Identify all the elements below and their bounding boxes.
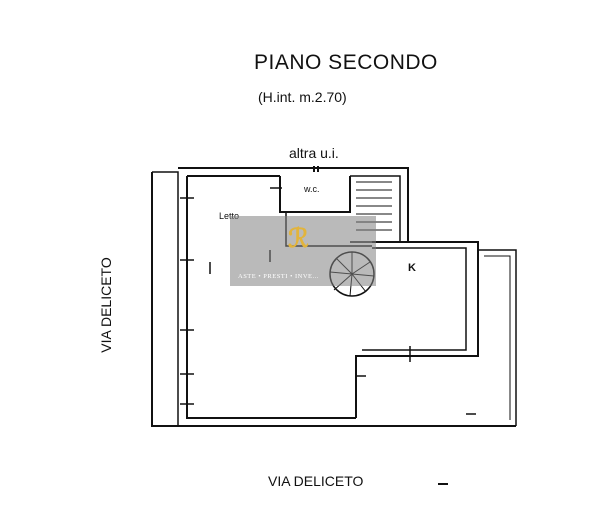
plan-subtitle: (H.int. m.2.70)	[258, 89, 347, 105]
watermark: ℛ ASTE • PRESTI • INVE...	[230, 216, 376, 286]
plan-title: PIANO SECONDO	[254, 51, 438, 74]
wc-wall	[279, 176, 351, 213]
watermark-logo-icon: ℛ	[288, 224, 309, 253]
terrace-rail	[484, 255, 511, 420]
street-label-left: VIA DELICETO	[98, 257, 114, 353]
room-label-kitchen: K	[408, 262, 416, 274]
left-facade-wall	[152, 171, 179, 426]
top-neighbor-label: altra u.i.	[289, 145, 339, 161]
room-label-wc: w.c.	[304, 184, 320, 194]
window-marks	[313, 166, 448, 485]
outer-wall	[151, 172, 516, 427]
right-wing-inner	[362, 247, 467, 351]
door-marks	[180, 187, 476, 415]
stair-steps	[356, 181, 392, 231]
inner-left-wall	[186, 176, 356, 419]
street-label-bottom: VIA DELICETO	[268, 473, 364, 489]
terrace-outline	[478, 249, 517, 426]
room-label-bedroom: Letto	[219, 212, 239, 221]
top-wall	[178, 167, 409, 242]
watermark-text: ASTE • PRESTI • INVE...	[238, 273, 319, 280]
